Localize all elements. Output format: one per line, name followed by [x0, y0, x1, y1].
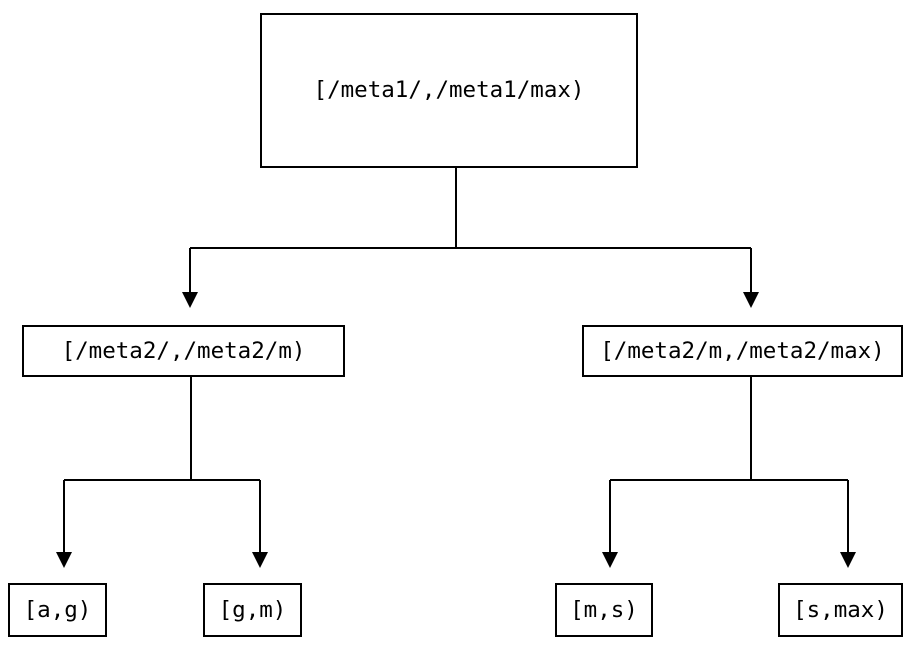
node-root: [/meta1/,/meta1/max)	[260, 13, 638, 168]
node-root-label: [/meta1/,/meta1/max)	[313, 77, 585, 104]
node-meta2-high: [/meta2/m,/meta2/max)	[582, 325, 903, 377]
node-leaf-s-max: [s,max)	[778, 583, 903, 637]
arrowhead-to-leaf-ag	[56, 552, 72, 568]
arrowhead-to-leaf-gm	[252, 552, 268, 568]
arrowhead-to-leaf-ms	[602, 552, 618, 568]
node-leaf-g-m-label: [g,m)	[218, 596, 287, 623]
node-leaf-m-s: [m,s)	[555, 583, 653, 637]
arrowhead-to-leaf-smax	[840, 552, 856, 568]
edge-meta2-low-to-leaves	[63, 377, 261, 552]
edge-meta2-high-to-leaves	[609, 377, 849, 552]
node-leaf-s-max-label: [s,max)	[793, 596, 888, 623]
node-meta2-high-label: [/meta2/m,/meta2/max)	[600, 337, 885, 364]
node-leaf-a-g-label: [a,g)	[23, 596, 92, 623]
node-meta2-low-label: [/meta2/,/meta2/m)	[61, 337, 306, 364]
edge-root-to-level2	[189, 168, 752, 292]
arrowhead-to-meta2-high	[743, 292, 759, 308]
node-leaf-a-g: [a,g)	[8, 583, 107, 637]
node-leaf-m-s-label: [m,s)	[570, 596, 638, 623]
arrowhead-to-meta2-low	[182, 292, 198, 308]
node-meta2-low: [/meta2/,/meta2/m)	[22, 325, 345, 377]
node-leaf-g-m: [g,m)	[203, 583, 302, 637]
